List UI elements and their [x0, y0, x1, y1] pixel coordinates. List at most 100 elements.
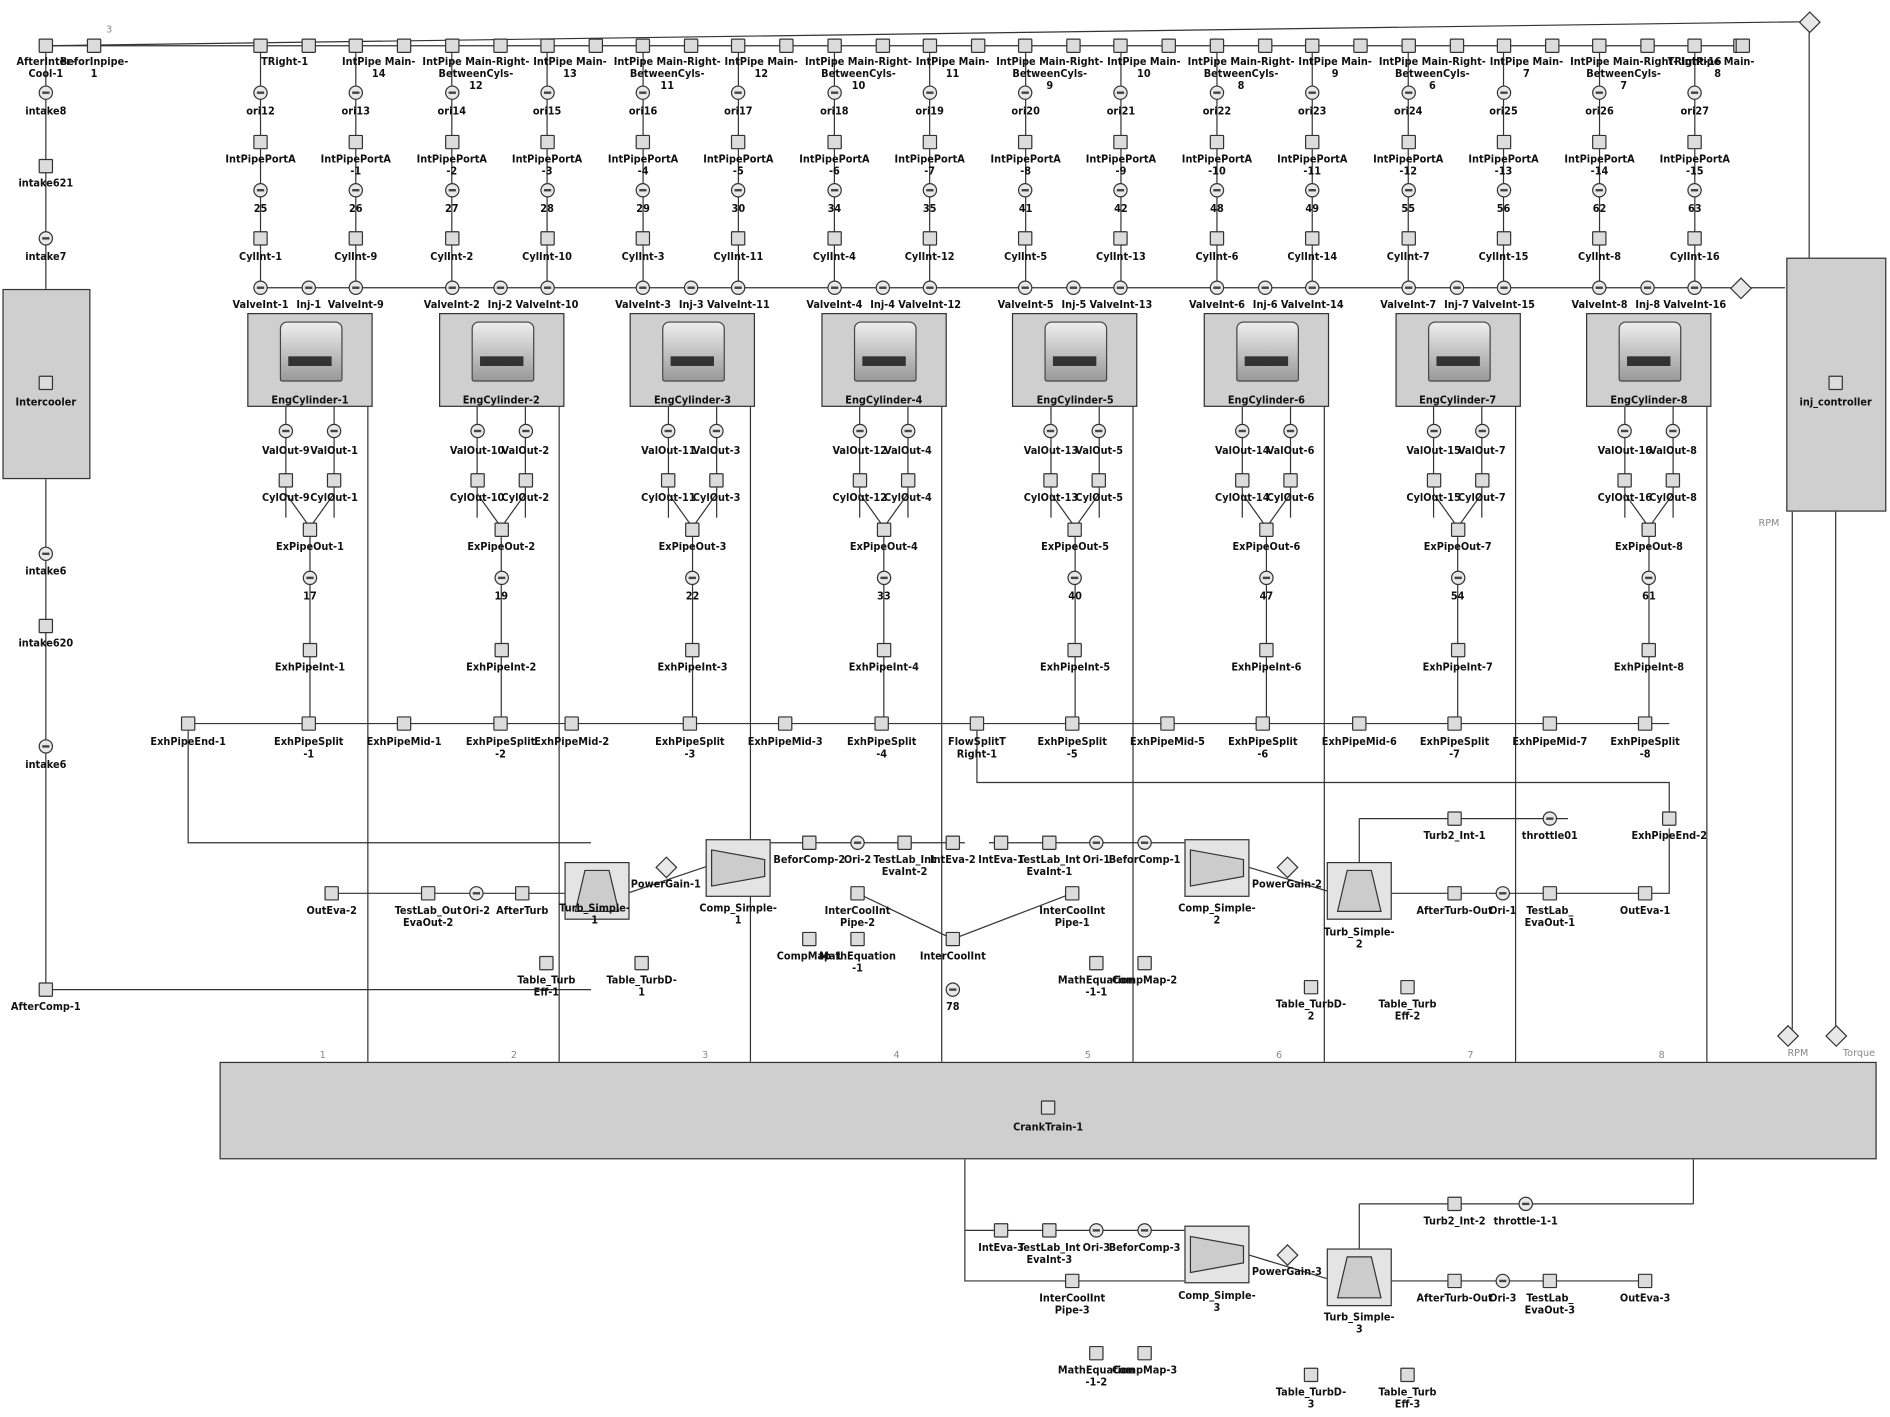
intake-icon[interactable] [38, 85, 54, 100]
manifold-pipe-icon[interactable] [588, 38, 603, 53]
exh-pipe-int-icon[interactable] [1067, 642, 1083, 658]
valve-out-icon[interactable] [1617, 423, 1633, 439]
cyl-intake-icon[interactable] [1496, 231, 1511, 246]
turbo-1-component-icon[interactable] [850, 931, 865, 947]
cyl-out-icon[interactable] [661, 473, 676, 488]
manifold-pipe-icon[interactable] [1735, 38, 1751, 53]
orifice-icon[interactable] [1209, 182, 1225, 198]
turbo-1-component-icon[interactable] [802, 835, 817, 850]
controller-icon[interactable] [1828, 375, 1843, 391]
injector-icon[interactable] [1449, 280, 1464, 295]
turbo-1-component-icon[interactable] [515, 886, 530, 901]
exhaust-split-icon[interactable] [180, 716, 196, 731]
cyl-intake-icon[interactable] [731, 231, 746, 246]
engine-cylinder[interactable] [1394, 313, 1521, 407]
exhaust-split-icon[interactable] [1447, 716, 1462, 731]
cyl-out-icon[interactable] [1283, 473, 1298, 488]
manifold-pipe-icon[interactable] [731, 38, 746, 53]
turbo-1-component-icon[interactable] [850, 886, 865, 901]
manifold-pipe-icon[interactable] [1161, 38, 1177, 53]
engine-cylinder[interactable] [629, 313, 756, 407]
orifice-icon[interactable] [1400, 182, 1416, 198]
valve-intake-icon[interactable] [539, 280, 555, 295]
pipe-port-icon[interactable] [444, 134, 460, 150]
orifice-icon[interactable] [1592, 85, 1607, 100]
orifice-icon[interactable] [1067, 570, 1083, 586]
intake-icon[interactable] [38, 546, 54, 562]
orifice-icon[interactable] [1400, 85, 1416, 100]
exh-pipe-int-icon[interactable] [876, 642, 892, 658]
turbo-1-component-icon[interactable] [945, 931, 961, 947]
valve-out-icon[interactable] [1426, 423, 1441, 439]
valve-out-icon[interactable] [278, 423, 294, 439]
turbo-1-component-icon[interactable] [802, 931, 817, 947]
valve-out-icon[interactable] [900, 423, 916, 439]
pipe-port-icon[interactable] [827, 134, 842, 150]
manifold-pipe-icon[interactable] [301, 38, 316, 53]
turbo-3-component-icon[interactable] [1495, 1273, 1511, 1289]
manifold-pipe-icon[interactable] [922, 38, 937, 53]
injector-icon[interactable] [1257, 280, 1273, 295]
cyl-out-icon[interactable] [518, 473, 533, 488]
valve-out-icon[interactable] [469, 423, 485, 439]
turbo-1-component-icon[interactable] [1447, 811, 1462, 826]
cyl-intake-icon[interactable] [1113, 231, 1129, 246]
manifold-pipe-icon[interactable] [396, 38, 412, 53]
manifold-pipe-icon[interactable] [827, 38, 842, 53]
pipe-port-icon[interactable] [1496, 134, 1511, 150]
exhaust-joint-icon[interactable] [494, 522, 509, 537]
manifold-pipe-icon[interactable] [779, 38, 794, 53]
orifice-icon[interactable] [1018, 85, 1033, 100]
manifold-pipe-icon[interactable] [1640, 38, 1655, 53]
turbo-3-component-icon[interactable] [1089, 1223, 1104, 1238]
orifice-icon[interactable] [827, 182, 842, 198]
orifice-icon[interactable] [253, 182, 268, 198]
manifold-pipe-icon[interactable] [1592, 38, 1607, 53]
turbo-1-component-icon[interactable] [850, 835, 865, 850]
orifice-icon[interactable] [922, 85, 937, 100]
valve-intake-icon[interactable] [1687, 280, 1703, 295]
exhaust-split-icon[interactable] [874, 716, 889, 731]
cyl-out-icon[interactable] [709, 473, 724, 488]
manifold-pipe-icon[interactable] [1113, 38, 1129, 53]
manifold-sensor-icon[interactable] [1798, 11, 1821, 34]
turbo-3-component-icon[interactable] [1089, 1345, 1104, 1361]
manifold-pipe-icon[interactable] [1496, 38, 1511, 53]
exhaust-joint-icon[interactable] [302, 522, 318, 537]
exhaust-split-icon[interactable] [1637, 716, 1653, 731]
manifold-pipe-icon[interactable] [1209, 38, 1225, 53]
orifice-icon[interactable] [1305, 182, 1320, 198]
manifold-pipe-icon[interactable] [1018, 38, 1033, 53]
turbo-1-component-icon[interactable] [1303, 979, 1319, 995]
injector-controller-port-icon[interactable] [1729, 277, 1753, 300]
turbo-1-component-icon[interactable] [469, 886, 484, 901]
turbine-2-block[interactable] [1326, 861, 1392, 920]
exh-pipe-int-icon[interactable] [302, 642, 318, 658]
orifice-icon[interactable] [1496, 85, 1511, 100]
compressor-3-block[interactable] [1184, 1225, 1250, 1284]
turbo-1-component-icon[interactable] [1637, 886, 1653, 901]
cyl-out-icon[interactable] [469, 473, 485, 488]
orifice-icon[interactable] [731, 85, 746, 100]
exhaust-joint-icon[interactable] [1450, 522, 1465, 537]
exhaust-split-icon[interactable] [564, 716, 579, 731]
valve-out-icon[interactable] [1474, 423, 1490, 439]
turbo-1-component-icon[interactable] [1542, 886, 1558, 901]
valve-intake-icon[interactable] [348, 280, 364, 295]
cyl-out-icon[interactable] [1617, 473, 1633, 488]
orifice-icon[interactable] [635, 182, 651, 198]
manifold-pipe-icon[interactable] [1305, 38, 1320, 53]
valve-intake-icon[interactable] [1305, 280, 1320, 295]
manifold-pipe-icon[interactable] [348, 38, 364, 53]
manifold-pipe-icon[interactable] [1544, 38, 1559, 53]
turbo-3-component-icon[interactable] [1400, 1367, 1415, 1383]
rpm-sensor-icon[interactable] [1776, 1024, 1800, 1048]
orifice-icon[interactable] [922, 182, 937, 198]
valve-intake-icon[interactable] [253, 280, 268, 295]
orifice-icon[interactable] [494, 570, 509, 586]
orifice-icon[interactable] [1259, 570, 1274, 586]
exhaust-joint-icon[interactable] [876, 522, 892, 537]
injector-icon[interactable] [875, 280, 890, 295]
exh-pipe-int-icon[interactable] [685, 642, 700, 658]
exhaust-split-icon[interactable] [682, 716, 698, 731]
